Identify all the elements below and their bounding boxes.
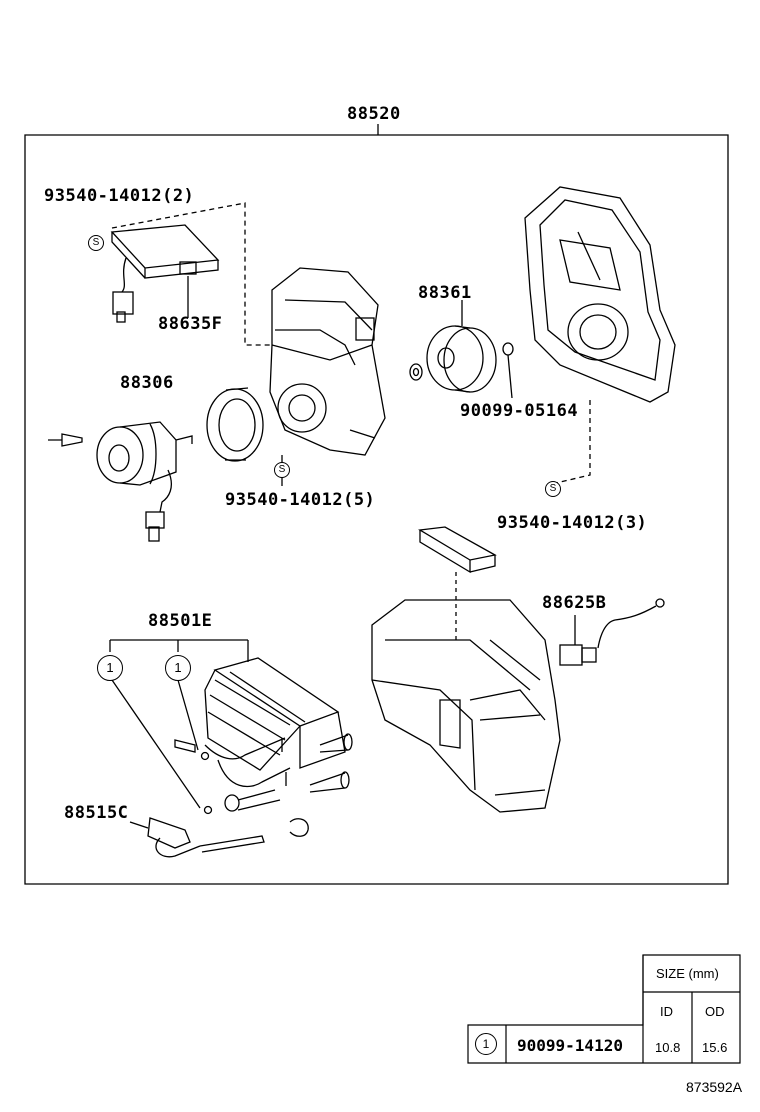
size-table-row-symbol: 1 xyxy=(475,1033,497,1055)
resistor-label: 88635F xyxy=(158,314,223,334)
expansion-valve-part xyxy=(129,739,309,858)
size-table-part-number: 90099-14120 xyxy=(517,1036,623,1055)
filter-part xyxy=(418,526,497,574)
oring-marker-left: 1 xyxy=(97,655,123,681)
lower-case-part xyxy=(371,599,561,813)
clip-marker-s-case-3: S xyxy=(545,481,561,497)
figure-code: 873592A xyxy=(686,1079,743,1095)
assembly-number-label: 88520 xyxy=(347,104,401,124)
expansion-valve-label: 88515C xyxy=(64,803,129,823)
assembly-frame xyxy=(24,134,729,885)
sensor-wire-label: 88625B xyxy=(542,593,607,613)
pulley-label: 88361 xyxy=(418,283,472,303)
harness-clip-label: 93540-14012(2) xyxy=(44,186,195,206)
resistor-part xyxy=(110,224,220,323)
resistor-dash xyxy=(111,202,272,346)
clip-marker-s-case-5: S xyxy=(274,462,290,478)
blower-housing-part xyxy=(269,267,386,456)
case-clip-5-label: 93540-14012(5) xyxy=(225,490,376,510)
oring-small-a xyxy=(200,751,210,761)
sensor-wire-part xyxy=(559,598,665,666)
evaporator-part xyxy=(109,639,353,812)
oring-small-b xyxy=(203,805,213,815)
clip-marker-s-harness: S xyxy=(88,235,104,251)
evaporator-label: 88501E xyxy=(148,611,213,631)
blower-motor-part xyxy=(48,421,193,542)
case-clip-3-label: 93540-14012(3) xyxy=(497,513,648,533)
pulley-part xyxy=(409,300,514,399)
oring-marker-right: 1 xyxy=(165,655,191,681)
cover-plate-part xyxy=(524,186,676,403)
size-table xyxy=(467,954,741,1064)
blower-motor-label: 88306 xyxy=(120,373,174,393)
nut-label: 90099-05164 xyxy=(460,401,579,421)
oring-leader-left xyxy=(111,679,201,809)
size-table-od-value: 15.6 xyxy=(702,1040,728,1055)
size-table-id-value: 10.8 xyxy=(655,1040,681,1055)
cover-dash xyxy=(555,400,591,484)
oring-leader-right xyxy=(177,679,199,751)
size-table-col-id: ID xyxy=(660,1004,673,1019)
seal-ring-part xyxy=(206,387,264,462)
size-table-col-od: OD xyxy=(705,1004,725,1019)
size-table-header: SIZE (mm) xyxy=(656,966,719,981)
